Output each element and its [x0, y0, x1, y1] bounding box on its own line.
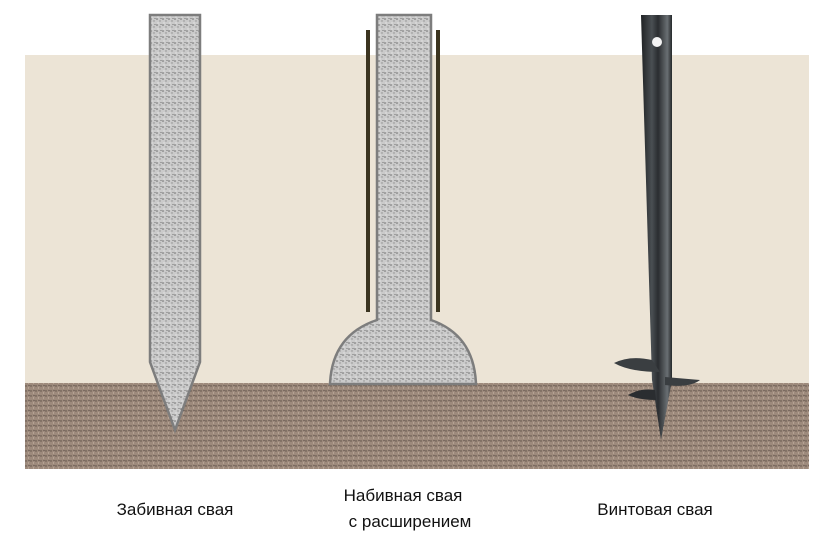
- casing-right: [436, 30, 440, 312]
- soil-layer: [25, 383, 809, 469]
- driven-pile: [148, 13, 202, 434]
- label-driven-pile: Забивная свая: [116, 500, 234, 519]
- screw-pile: [614, 15, 700, 440]
- label-screw-pile: Винтовая свая: [597, 500, 713, 519]
- bored-pile: [328, 13, 478, 386]
- label-bored-pile-line1: Набивная свая: [343, 486, 463, 505]
- label-bored-pile-line2: с расширением: [348, 512, 472, 531]
- casing-left: [366, 30, 370, 312]
- screw-pile-hole: [652, 37, 662, 47]
